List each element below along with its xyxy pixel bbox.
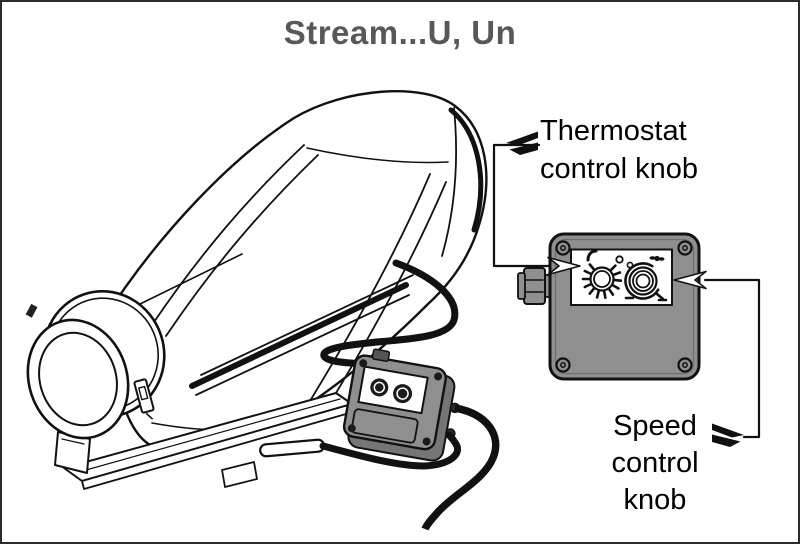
base-tab [221,461,258,488]
remote-control-unit [342,348,461,462]
screw-icon [677,240,693,256]
power-cable [421,404,500,531]
housing-rear-edge [448,107,484,233]
thermostat-callout: Thermostat control knob [540,112,698,188]
speed-knob[interactable] [619,255,668,305]
control-panel-detail [492,131,761,447]
arrow-icon [506,131,538,155]
thermostat-dial-icon [581,263,623,299]
fan-icon [649,255,665,262]
screw-icon [347,424,356,433]
duct-inlet [26,318,130,440]
fan-assembly [25,90,500,531]
clamp-bolt [25,303,38,318]
arrow-icon [547,256,581,276]
speed-pointer [673,270,761,447]
remote-entry-gland [371,348,391,362]
speed-callout-line1: Speed [613,410,697,442]
screw-icon [677,357,693,373]
screw-icon [555,357,571,373]
fan-to-controller-cable [320,259,459,368]
speed-callout-line2: control [611,447,699,479]
arrow-icon [712,423,744,447]
thermostat-knob[interactable] [581,249,623,299]
remote-speed-knob[interactable] [392,383,414,405]
thermostat-callout-line1: Thermostat [540,115,687,147]
probe-cable [319,431,461,470]
indicator-led [615,255,624,264]
cable-gland-icon [517,267,553,305]
control-box-screws [555,240,693,373]
thermostat-pointer [492,131,581,276]
screw-icon [422,437,431,446]
control-box-bevel [554,238,695,375]
arrow-icon [673,270,707,290]
mounting-rail [189,274,414,396]
screw-icon [434,372,443,381]
speed-callout: Speed control knob [574,408,736,519]
remote-screws [347,359,443,446]
remote-knob-panel [357,365,429,415]
thermostat-callout-line2: control knob [540,153,698,185]
speed-dial-icon [624,262,662,300]
screw-icon [359,359,368,368]
remote-thermostat-knob[interactable] [369,377,390,398]
speed-callout-line3: knob [623,484,687,516]
remote-label-plate [350,408,419,444]
sensor-probe [259,438,326,458]
clamp-latch [133,378,155,420]
page-title: Stream...U, Un [283,14,517,51]
frost-symbol [586,249,598,262]
housing-seams [151,107,457,422]
mounting-base [63,392,354,490]
screw-icon [555,240,571,256]
